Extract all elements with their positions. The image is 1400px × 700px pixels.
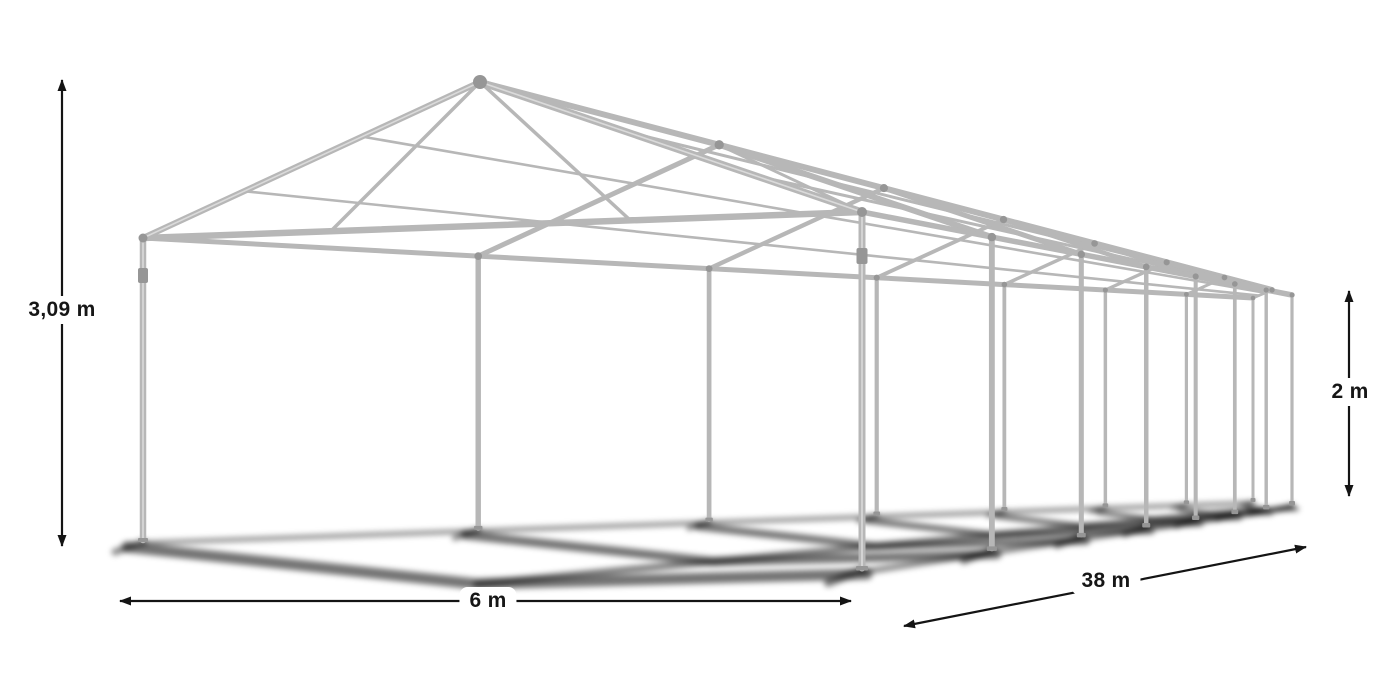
roof-cross-brace — [717, 143, 864, 214]
far-eave-ground-shadow — [140, 500, 1256, 546]
eave-joint — [857, 207, 867, 217]
tube-highlight — [479, 81, 863, 213]
post-foot — [873, 511, 881, 516]
post-foot — [473, 525, 483, 530]
post-foot — [1102, 503, 1109, 508]
eave-joint — [138, 233, 148, 243]
joint-layer — [138, 75, 1295, 571]
eave-joint — [1289, 292, 1295, 298]
post-foot — [1263, 504, 1270, 510]
near-rafter — [1001, 217, 1149, 270]
near-rafter — [881, 185, 1084, 257]
post-shadow — [1274, 503, 1294, 512]
eave-joint — [1263, 287, 1269, 293]
post-connector-sleeve — [856, 248, 868, 264]
post-shadow — [1088, 505, 1108, 514]
near-eave-beam — [859, 209, 1295, 298]
post-shadow — [451, 526, 482, 541]
post-shadow — [1171, 502, 1189, 511]
eave-joint — [1250, 295, 1256, 301]
far-eave-beam — [140, 235, 1256, 301]
post-foot — [1192, 515, 1200, 521]
post-shadow — [824, 566, 866, 587]
length-dimension-label: 38 m — [1071, 567, 1141, 595]
post-connector-sleeve — [138, 268, 148, 283]
ridge-joint — [1163, 259, 1170, 266]
eave-joint — [1001, 281, 1008, 288]
eave-joint — [1231, 281, 1238, 287]
far-rafter — [475, 142, 722, 259]
eave-joint — [1192, 273, 1199, 280]
post-shadow — [1214, 511, 1238, 522]
ridge-joint — [1269, 287, 1275, 293]
post-foot — [1289, 501, 1295, 506]
post-foot — [1231, 509, 1239, 515]
post-foot — [705, 517, 713, 522]
post-shadow — [1247, 506, 1269, 517]
eave-joint — [1183, 291, 1189, 297]
ridge-joint — [714, 140, 724, 150]
far-rafter — [1002, 241, 1097, 287]
far-rafter — [706, 185, 887, 271]
post-foot — [856, 566, 868, 571]
eave-joint — [474, 252, 483, 260]
ridge-joint — [879, 184, 888, 193]
post-shadow — [111, 538, 147, 556]
gable-frame-shadow — [121, 541, 873, 590]
near-rafter — [716, 141, 995, 240]
peak-joint — [473, 75, 487, 89]
post-foot — [1142, 523, 1151, 528]
eave-joint — [1142, 263, 1150, 271]
eave-joint — [1077, 250, 1086, 259]
side-height-dimension-label: 2 m — [1321, 378, 1379, 406]
post-shadow — [1173, 517, 1199, 529]
eave-joint — [1102, 287, 1108, 293]
ridge-beam-shadow — [473, 506, 1263, 588]
post-foot — [1183, 500, 1190, 505]
post-shadow — [1238, 500, 1255, 508]
ridge-joint — [1221, 274, 1228, 281]
post-shadow — [686, 518, 712, 531]
post-foot — [1250, 498, 1256, 502]
gable-brace — [328, 80, 482, 234]
post-shadow — [1053, 533, 1085, 549]
post-foot — [1076, 532, 1086, 538]
gable-tie-beam — [139, 208, 866, 242]
tube-highlight — [142, 81, 481, 239]
far-rafter — [874, 217, 1006, 280]
eave-joint — [873, 274, 880, 281]
ridge-joint — [1091, 240, 1098, 247]
post-foot — [986, 546, 997, 551]
far-roof-purlin — [242, 189, 1260, 297]
ridge-beam — [477, 79, 1275, 293]
width-dimension-label: 6 m — [459, 587, 517, 615]
height-dimension-label: 3,09 m — [18, 296, 106, 324]
eave-joint — [705, 265, 713, 272]
far-roof-purlin — [360, 135, 1267, 295]
post-shadow — [1121, 524, 1149, 538]
post-foot — [138, 538, 148, 542]
post-foot — [1001, 506, 1008, 511]
ridge-joint — [999, 215, 1008, 224]
frame-layer — [139, 78, 1295, 572]
gable-brace — [478, 80, 632, 222]
eave-joint — [987, 232, 997, 242]
